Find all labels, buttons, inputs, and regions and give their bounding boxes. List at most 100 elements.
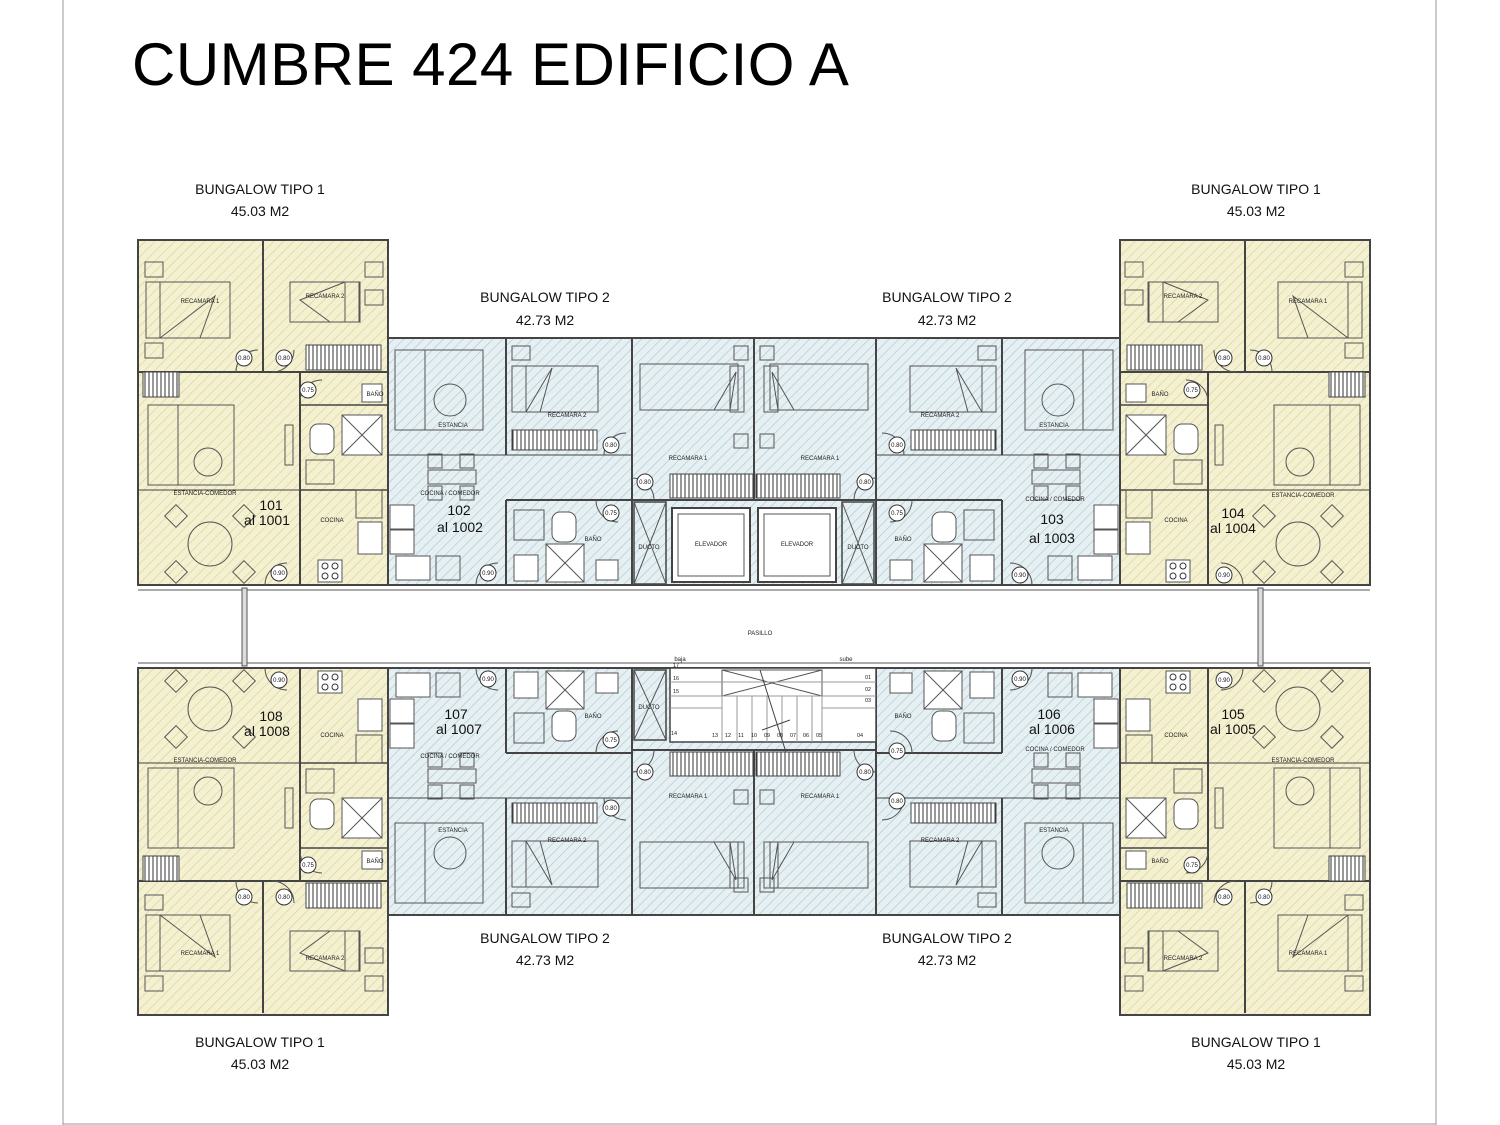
svg-text:ESTANCIA: ESTANCIA (1039, 828, 1069, 834)
unit-number: 102 (447, 502, 471, 518)
page-title: CUMBRE 424 EDIFICIO A (132, 31, 850, 98)
unit-range: al 1005 (1210, 721, 1256, 737)
svg-text:RECAMARA 1: RECAMARA 1 (801, 456, 840, 462)
svg-text:RECAMARA 2: RECAMARA 2 (921, 413, 960, 419)
door-dimensions: 0.80 0.80 0.75 0.90 0.80 0.80 0.75 0.90 … (238, 356, 1270, 901)
svg-text:ESTANCIA-COMEDOR: ESTANCIA-COMEDOR (174, 491, 238, 497)
svg-text:RECAMARA 2: RECAMARA 2 (1164, 294, 1203, 300)
svg-text:COCINA: COCINA (320, 733, 343, 739)
unit-range: al 1001 (244, 512, 290, 528)
svg-text:0.80: 0.80 (859, 770, 871, 776)
svg-text:0.80: 0.80 (859, 480, 871, 486)
svg-text:15: 15 (673, 689, 679, 695)
stair-numbers: 17 16 15 14 13 12 11 10 09 08 07 06 05 0… (671, 663, 871, 739)
svg-text:RECAMARA 2: RECAMARA 2 (1164, 956, 1203, 962)
svg-text:BAÑO: BAÑO (894, 713, 911, 720)
svg-text:ELEVADOR: ELEVADOR (695, 542, 728, 548)
svg-text:0.90: 0.90 (482, 677, 494, 683)
svg-text:COCINA / COMEDOR: COCINA / COMEDOR (420, 491, 480, 497)
svg-text:0.90: 0.90 (1014, 677, 1026, 683)
svg-text:BAÑO: BAÑO (366, 858, 383, 865)
svg-text:0.80: 0.80 (639, 770, 651, 776)
unit-number: 107 (444, 706, 468, 722)
svg-text:0.75: 0.75 (605, 511, 617, 517)
svg-text:RECAMARA 1: RECAMARA 1 (1289, 951, 1328, 957)
type-label-tl: BUNGALOW TIPO 1 (195, 181, 325, 197)
svg-text:0.90: 0.90 (273, 571, 285, 577)
svg-text:RECAMARA 2: RECAMARA 2 (548, 838, 587, 844)
svg-text:DUCTO: DUCTO (638, 545, 660, 551)
svg-text:ESTANCIA: ESTANCIA (1039, 423, 1069, 429)
type-area-bl: 45.03 M2 (231, 1056, 290, 1072)
svg-text:14: 14 (671, 731, 677, 737)
type-area-tl: 45.03 M2 (231, 203, 290, 219)
unit-number: 101 (259, 497, 283, 513)
svg-text:COCINA: COCINA (1164, 733, 1187, 739)
svg-text:RECAMARA 1: RECAMARA 1 (669, 794, 708, 800)
svg-text:0.75: 0.75 (1186, 388, 1198, 394)
svg-text:BAÑO: BAÑO (584, 536, 601, 543)
svg-text:0.80: 0.80 (605, 806, 617, 812)
svg-text:11: 11 (738, 733, 744, 739)
svg-text:ESTANCIA-COMEDOR: ESTANCIA-COMEDOR (174, 758, 238, 764)
type-label-b2l: BUNGALOW TIPO 2 (480, 930, 610, 946)
svg-text:RECAMARA 2: RECAMARA 2 (548, 413, 587, 419)
type-area-t2r: 42.73 M2 (918, 312, 977, 328)
svg-text:0.90: 0.90 (273, 678, 285, 684)
unit-range: al 1003 (1029, 530, 1075, 546)
svg-text:03: 03 (865, 698, 871, 704)
svg-text:05: 05 (816, 733, 822, 739)
type-label-t2l: BUNGALOW TIPO 2 (480, 289, 610, 305)
svg-text:COCINA / COMEDOR: COCINA / COMEDOR (420, 754, 480, 760)
svg-text:13: 13 (712, 733, 718, 739)
svg-text:ESTANCIA-COMEDOR: ESTANCIA-COMEDOR (1272, 758, 1336, 764)
type-area-t2l: 42.73 M2 (516, 312, 575, 328)
svg-text:12: 12 (725, 733, 731, 739)
type-area-tr: 45.03 M2 (1227, 203, 1286, 219)
svg-text:08: 08 (777, 733, 783, 739)
svg-text:0.80: 0.80 (1218, 356, 1230, 362)
svg-text:RECAMARA 1: RECAMARA 1 (669, 456, 708, 462)
svg-text:0.75: 0.75 (891, 749, 903, 755)
svg-text:0.75: 0.75 (302, 388, 314, 394)
unit-block-107 (387, 667, 633, 916)
svg-text:BAÑO: BAÑO (584, 713, 601, 720)
svg-text:0.80: 0.80 (891, 443, 903, 449)
unit-block-102 (387, 337, 633, 586)
unit-number: 104 (1221, 505, 1245, 521)
room-labels: RECAMARA 1 RECAMARA 2 BAÑO ESTANCIA-COME… (174, 294, 1336, 962)
unit-range: al 1004 (1210, 520, 1256, 536)
svg-text:COCINA: COCINA (1164, 518, 1187, 524)
svg-text:0.75: 0.75 (891, 511, 903, 517)
svg-text:0.75: 0.75 (605, 738, 617, 744)
svg-text:17: 17 (673, 663, 679, 669)
svg-text:04: 04 (857, 733, 863, 739)
svg-text:16: 16 (673, 676, 679, 682)
svg-text:0.80: 0.80 (891, 799, 903, 805)
type-label-tr: BUNGALOW TIPO 1 (1191, 181, 1321, 197)
svg-text:09: 09 (764, 733, 770, 739)
svg-text:ESTANCIA-COMEDOR: ESTANCIA-COMEDOR (1272, 493, 1336, 499)
svg-text:07: 07 (790, 733, 796, 739)
svg-text:DUCTO: DUCTO (638, 705, 660, 711)
svg-text:RECAMARA 2: RECAMARA 2 (306, 294, 345, 300)
svg-text:0.90: 0.90 (1218, 573, 1230, 579)
svg-text:BAÑO: BAÑO (366, 391, 383, 398)
svg-text:0.80: 0.80 (238, 895, 250, 901)
unit-block-103 (875, 337, 1121, 586)
svg-text:ESTANCIA: ESTANCIA (438, 828, 468, 834)
type-label-br: BUNGALOW TIPO 1 (1191, 1034, 1321, 1050)
type-label-b2r: BUNGALOW TIPO 2 (882, 930, 1012, 946)
corridor (138, 587, 1370, 667)
unit-number: 106 (1037, 706, 1061, 722)
svg-text:PASILLO: PASILLO (748, 631, 773, 637)
unit-number: 108 (259, 708, 283, 724)
type-area-b2r: 42.73 M2 (918, 952, 977, 968)
svg-text:0.80: 0.80 (238, 356, 250, 362)
svg-text:06: 06 (803, 733, 809, 739)
type-label-t2r: BUNGALOW TIPO 2 (882, 289, 1012, 305)
tipo2-template (388, 338, 632, 586)
tipo1-template (138, 240, 388, 586)
